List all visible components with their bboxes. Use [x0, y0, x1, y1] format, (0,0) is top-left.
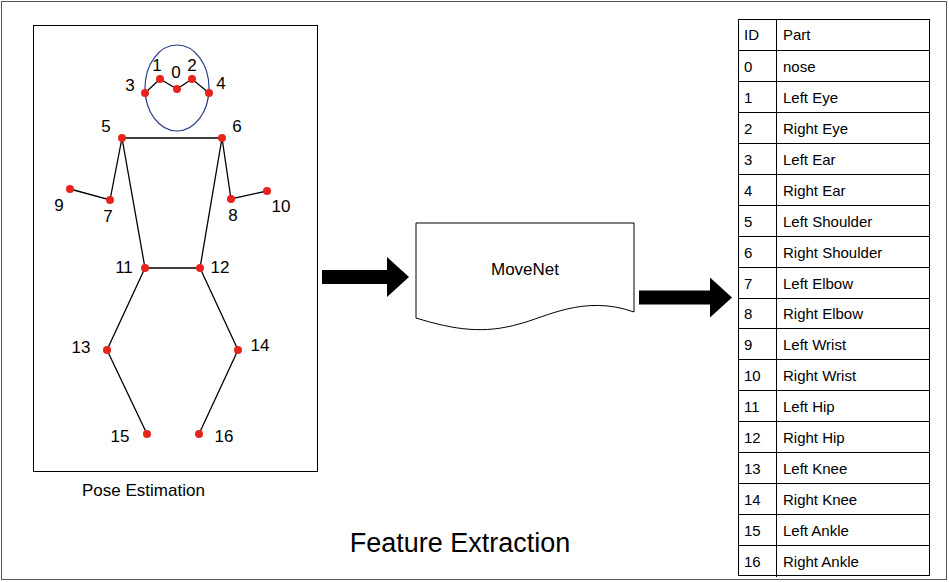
callout-number: 11 — [115, 259, 133, 277]
table-cell: 14 — [738, 483, 776, 515]
table-cell: 11 — [738, 390, 776, 422]
table-cell: 0 — [738, 50, 776, 82]
callout-number: 1 — [152, 57, 161, 75]
table-cell: 4 — [738, 174, 776, 206]
callout-number: 0 — [171, 64, 180, 82]
table-cell: Right Ear — [776, 174, 930, 206]
table-cell: Left Elbow — [776, 267, 930, 299]
keypoint-table: IDPart0nose1Left Eye2Right Eye3Left Ear4… — [738, 19, 930, 576]
table-cell: Right Hip — [776, 421, 930, 453]
panel-heading: Pose Estimation — [82, 481, 205, 501]
skeleton-lines — [70, 79, 267, 434]
flow-arrow — [639, 278, 732, 318]
callout-number: 16 — [215, 428, 234, 446]
caption: Feature Extraction — [350, 528, 571, 558]
table-cell: 15 — [738, 514, 776, 546]
table-cell: 9 — [738, 328, 776, 360]
table-cell: Right Eye — [776, 112, 930, 144]
callout-number: 14 — [251, 337, 270, 355]
table-cell: 8 — [738, 298, 776, 330]
callout-number: 6 — [232, 118, 241, 136]
table-cell: Right Ankle — [776, 545, 930, 577]
table-cell: Right Elbow — [776, 298, 930, 330]
table-cell: 13 — [738, 452, 776, 484]
table-cell: nose — [776, 50, 930, 82]
table-cell: 3 — [738, 143, 776, 175]
callout-number: 7 — [103, 208, 112, 226]
callout-number: 15 — [111, 428, 130, 446]
table-cell: Left Knee — [776, 452, 930, 484]
callout-number: 3 — [125, 77, 134, 95]
callout-number: 12 — [211, 259, 230, 277]
callout-number: 4 — [216, 75, 225, 93]
callout-number: 13 — [72, 339, 91, 357]
table-cell: Left Hip — [776, 390, 930, 422]
table-cell: 1 — [738, 81, 776, 113]
table-cell: ID — [738, 19, 776, 51]
process-label: MoveNet — [415, 260, 635, 280]
callout-number: 10 — [272, 198, 291, 216]
flow-arrow — [322, 257, 409, 297]
callout-number: 8 — [228, 207, 237, 225]
table-cell: 10 — [738, 359, 776, 391]
table-cell: Left Eye — [776, 81, 930, 113]
head-outline — [145, 45, 209, 131]
callout-number: 5 — [101, 118, 110, 136]
table-cell: Left Ear — [776, 143, 930, 175]
table-cell: 6 — [738, 236, 776, 268]
table-cell: Left Shoulder — [776, 205, 930, 237]
table-cell: Left Ankle — [776, 514, 930, 546]
table-cell: 5 — [738, 205, 776, 237]
movenet-document: MoveNet — [415, 222, 635, 332]
callout-number: 2 — [187, 57, 196, 75]
table-cell: 16 — [738, 545, 776, 577]
table-cell: 7 — [738, 267, 776, 299]
keypoint-dots — [66, 75, 271, 438]
table-cell: 2 — [738, 112, 776, 144]
table-cell: 12 — [738, 421, 776, 453]
table-cell: Part — [776, 19, 930, 51]
callout-number: 9 — [54, 197, 63, 215]
pose-panel: Pose Estimation — [33, 25, 318, 472]
table-cell: Right Knee — [776, 483, 930, 515]
table-cell: Left Wrist — [776, 328, 930, 360]
table-cell: Right Shoulder — [776, 236, 930, 268]
table-cell: Right Wrist — [776, 359, 930, 391]
